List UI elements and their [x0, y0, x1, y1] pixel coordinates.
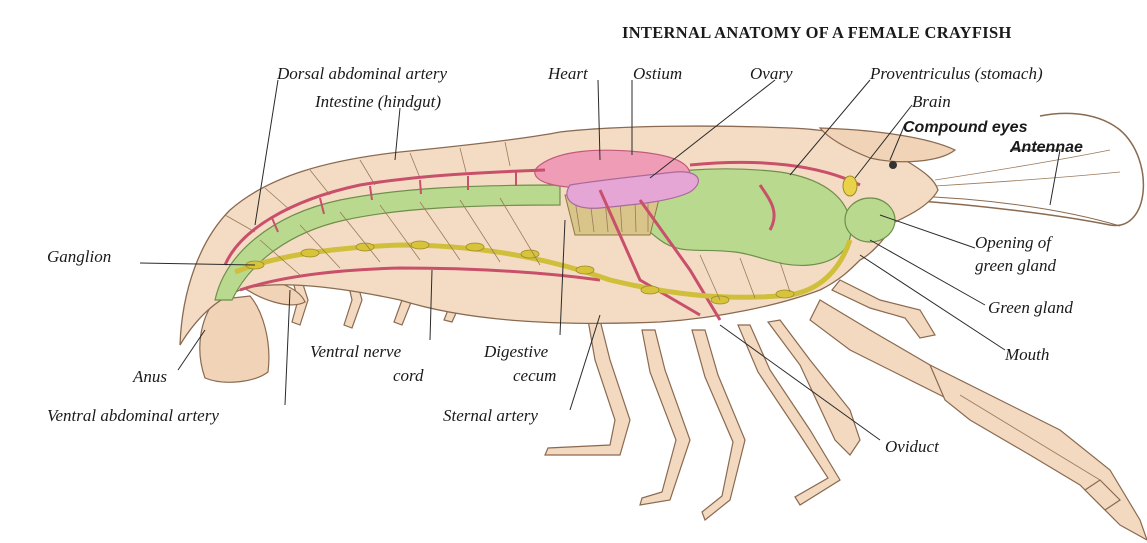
label-ventral-nerve-cord-2: cord [393, 366, 424, 385]
label-brain: Brain [912, 92, 951, 111]
label-digestive-cecum-2: cecum [513, 366, 556, 385]
green-gland-drawing [845, 198, 895, 242]
label-compound-eyes: Compound eyes [903, 119, 1028, 136]
label-ostium: Ostium [633, 64, 682, 83]
label-ovary: Ovary [750, 64, 793, 83]
label-opening-green-gland-2: green gland [975, 256, 1057, 275]
label-digestive-cecum-1: Digestive [483, 342, 549, 361]
cheliped-drawing [810, 300, 1147, 540]
label-dorsal-abdominal-artery: Dorsal abdominal artery [276, 64, 447, 83]
label-mouth: Mouth [1004, 345, 1049, 364]
label-antennae: Antennae [1009, 139, 1083, 156]
label-opening-green-gland-1: Opening of [975, 233, 1053, 252]
label-ganglion: Ganglion [47, 247, 111, 266]
compound-eye-drawing [889, 161, 897, 169]
label-oviduct: Oviduct [885, 437, 940, 456]
label-intestine: Intestine (hindgut) [314, 92, 441, 111]
label-sternal-artery: Sternal artery [443, 406, 538, 425]
label-proventriculus: Proventriculus (stomach) [869, 64, 1043, 83]
label-ventral-nerve-cord-1: Ventral nerve [310, 342, 402, 361]
label-anus: Anus [132, 367, 167, 386]
diagram-title: INTERNAL ANATOMY OF A FEMALE CRAYFISH [622, 23, 1012, 42]
crayfish-illustration [180, 113, 1147, 540]
label-ventral-abdominal-artery: Ventral abdominal artery [47, 406, 219, 425]
label-heart: Heart [547, 64, 589, 83]
brain-drawing [843, 176, 857, 196]
label-green-gland: Green gland [988, 298, 1073, 317]
